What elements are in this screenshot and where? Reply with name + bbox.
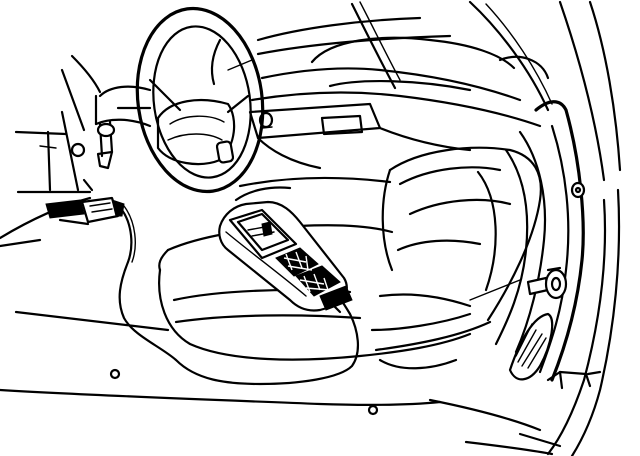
door-pillar-icon: [428, 0, 622, 456]
scan-tool-icon: [218, 200, 353, 314]
floor-outline: [0, 238, 442, 416]
door-striker-icon: [508, 312, 554, 381]
dlc-connector-icon: [45, 196, 125, 226]
scan-tool-cable-icon: [118, 205, 359, 386]
dashboard-icon: [210, 0, 553, 170]
driver-seat-icon: [158, 146, 542, 370]
steering-column-icon: [0, 54, 152, 240]
seatbelt-anchor-icon: [526, 266, 568, 300]
